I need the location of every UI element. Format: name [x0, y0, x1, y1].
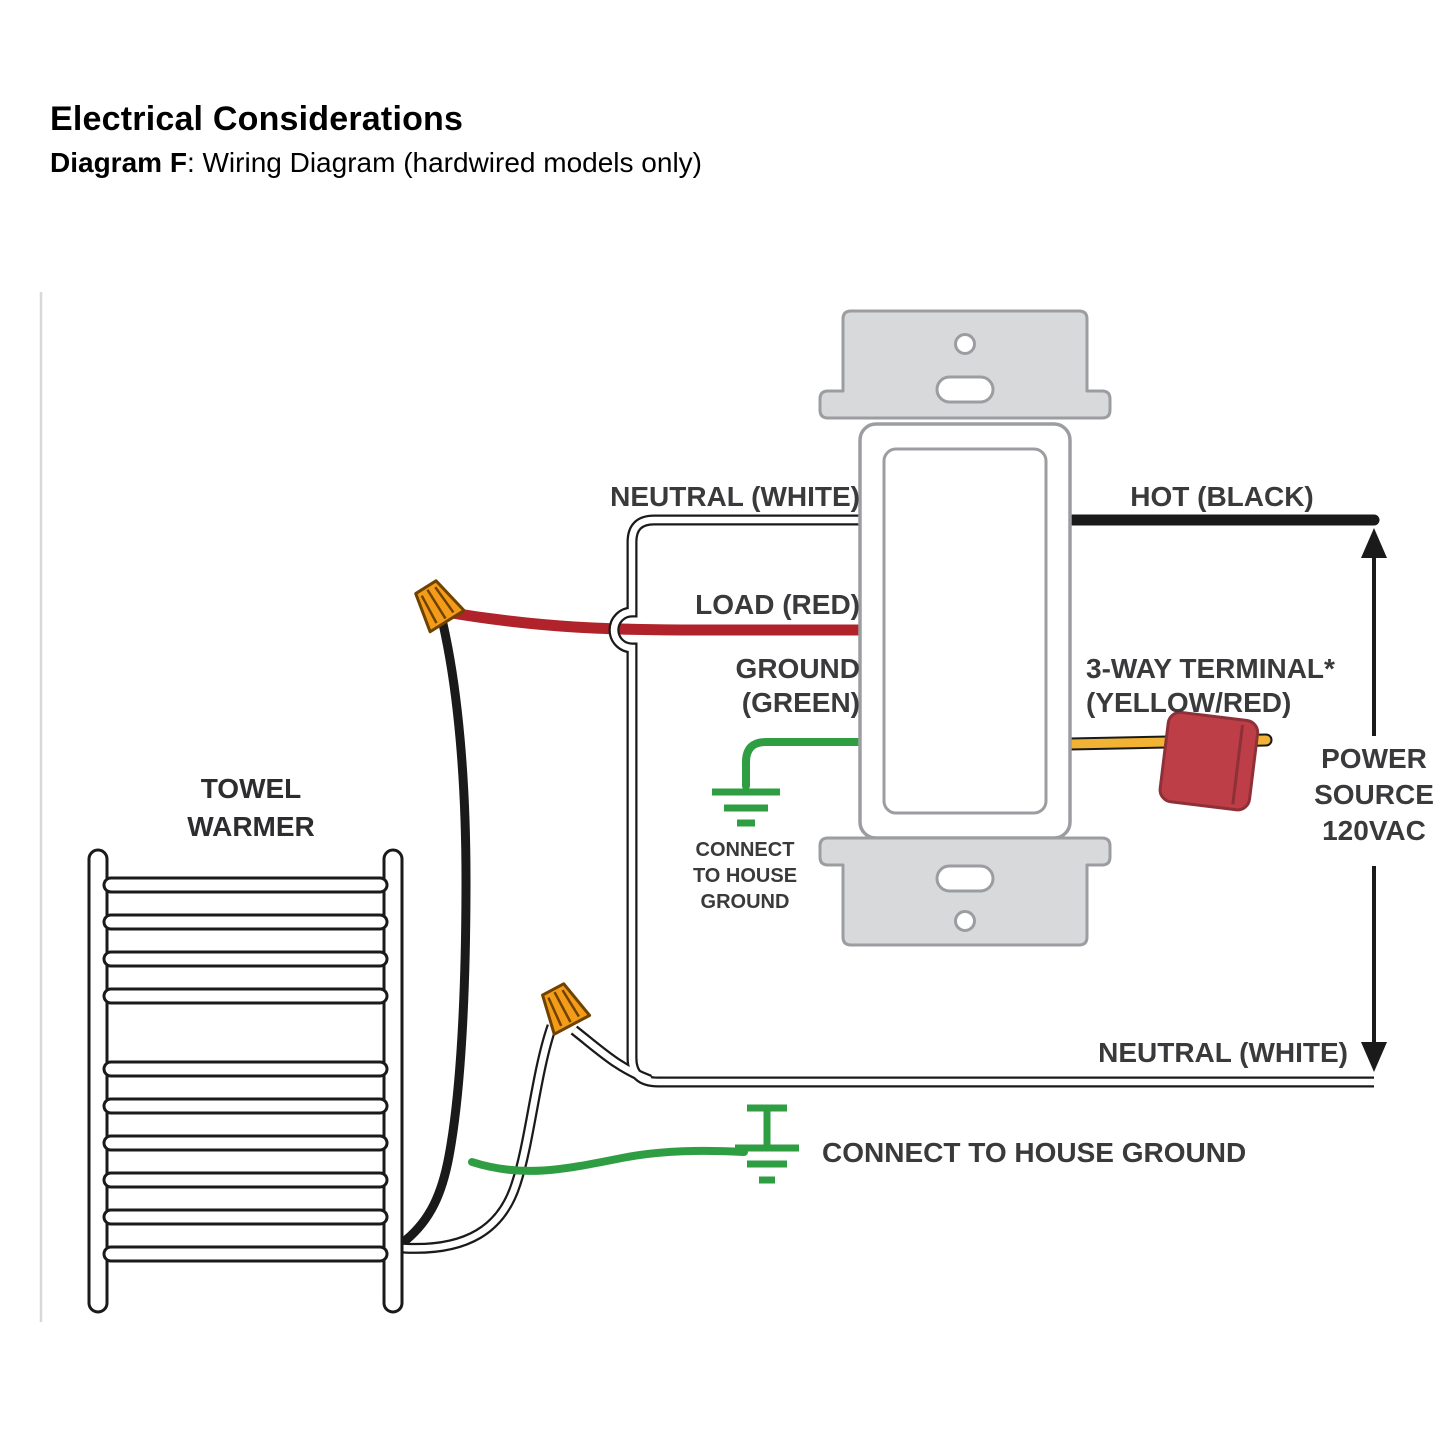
ground-wire — [742, 738, 866, 790]
towel-bar — [102, 950, 389, 968]
towel-bar — [102, 1060, 389, 1078]
neutral-wire — [401, 514, 1374, 1254]
wire-connector-upper — [414, 579, 466, 634]
ground-symbol-lower — [735, 1104, 799, 1184]
towel-bar — [102, 876, 389, 894]
switch-assembly — [818, 309, 1112, 947]
towel-rail-right — [382, 848, 404, 1314]
towel-bar — [102, 1097, 389, 1115]
mounting-slot-bottom — [935, 864, 995, 893]
towel-bar — [102, 913, 389, 931]
switch-rocker — [882, 447, 1048, 815]
label-ground-line1: GROUND — [736, 653, 860, 684]
label-load: LOAD (RED) — [695, 589, 860, 620]
label-neutral-top: NEUTRAL (WHITE) — [610, 481, 860, 512]
label-towel-line1: TOWEL — [201, 773, 302, 804]
diagram-caption-label: Diagram F — [50, 147, 187, 178]
label-power-line2: SOURCE — [1314, 779, 1434, 810]
wire-connector-lower — [541, 982, 592, 1036]
label-towel-line2: WARMER — [187, 811, 315, 842]
label-power-line1: POWER — [1321, 743, 1427, 774]
label-house-ground-line1: CONNECT — [696, 839, 795, 861]
diagram-caption: Diagram F: Wiring Diagram (hardwired mod… — [50, 147, 702, 179]
label-three-way-line2: (YELLOW/RED) — [1086, 687, 1291, 718]
towel-warmer — [87, 848, 404, 1314]
arrowhead-down — [1361, 1042, 1387, 1072]
towel-rail-left — [87, 848, 109, 1314]
load-wire — [440, 606, 868, 636]
section-header: Electrical Considerations Diagram F: Wir… — [50, 100, 702, 179]
mounting-slot-top — [935, 375, 995, 404]
section-title: Electrical Considerations — [50, 100, 464, 138]
label-hot: HOT (BLACK) — [1130, 481, 1314, 512]
warmer-hot-wire — [401, 619, 471, 1245]
switch-top-bracket — [818, 309, 1112, 420]
label-neutral-bottom: NEUTRAL (WHITE) — [1098, 1037, 1348, 1068]
diagram-caption-text: : Wiring Diagram (hardwired models only) — [186, 147, 702, 178]
warmer-ground-wire — [468, 1146, 748, 1175]
label-house-ground-line2: TO HOUSE — [693, 865, 797, 887]
towel-bar — [102, 1171, 389, 1189]
label-ground-line2: (GREEN) — [742, 687, 860, 718]
ground-symbol-upper — [712, 788, 780, 827]
label-power-line3: 120VAC — [1322, 815, 1426, 846]
towel-bar — [102, 987, 389, 1005]
three-way-terminal-cap — [1158, 710, 1260, 812]
towel-bar — [102, 1245, 389, 1263]
towel-bar — [102, 1134, 389, 1152]
screw-hole-top — [954, 333, 976, 355]
label-house-ground-bottom: CONNECT TO HOUSE GROUND — [822, 1137, 1246, 1168]
label-house-ground-line3: GROUND — [701, 891, 790, 913]
screw-hole-bottom — [954, 910, 976, 932]
arrowhead-up — [1361, 528, 1387, 558]
label-three-way-line1: 3-WAY TERMINAL* — [1086, 653, 1335, 684]
power-source-arrow — [1361, 528, 1387, 1072]
towel-bar — [102, 1208, 389, 1226]
